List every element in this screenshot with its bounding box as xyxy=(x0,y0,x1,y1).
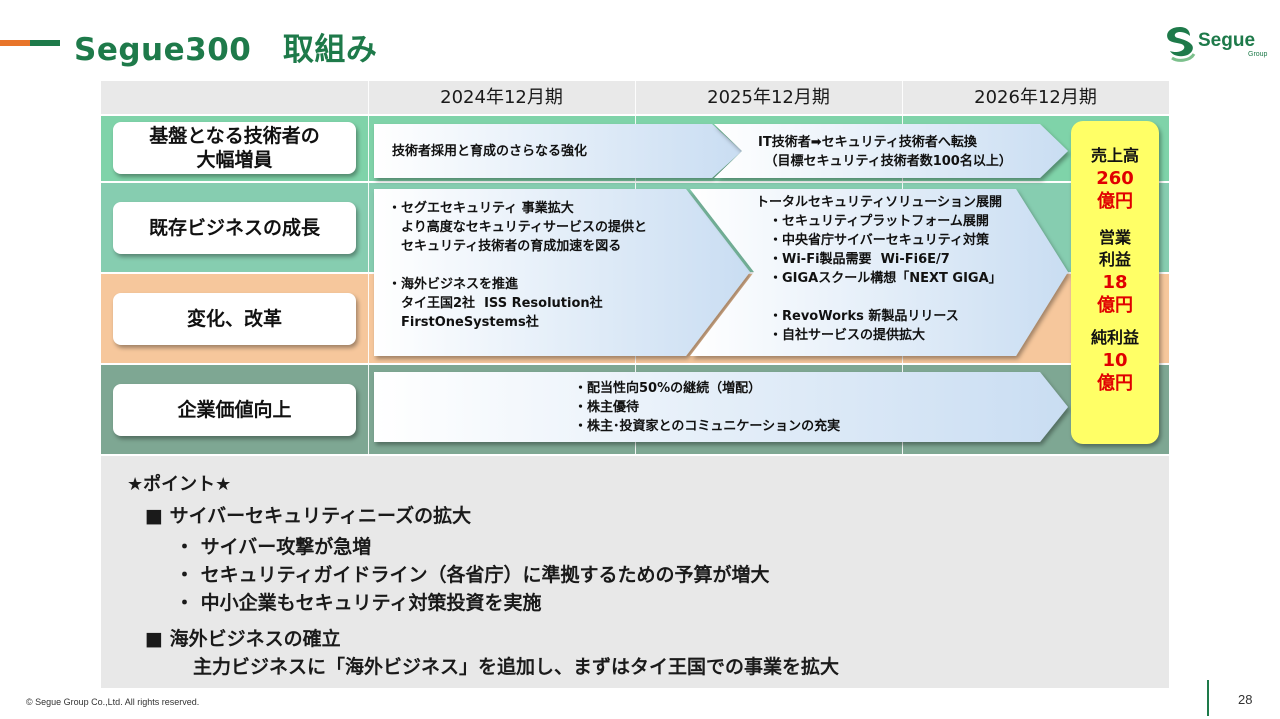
page-number-divider xyxy=(1207,680,1209,716)
goal-sales-unit: 億円 xyxy=(1097,191,1133,212)
point-title-overseas: ■ 海外ビジネスの確立 xyxy=(145,628,341,650)
page-title: Segue300 取組み xyxy=(74,32,378,68)
grid-line xyxy=(368,81,369,454)
goal-net-unit: 億円 xyxy=(1097,373,1133,394)
segue-logo: Segue Group xyxy=(1162,24,1267,66)
arrow-growth-1-text: ・セグエセキュリティ 事業拡大 より高度なセキュリティサービスの提供と セキュリ… xyxy=(388,201,647,330)
arrow-value xyxy=(374,372,1068,442)
row-label-value-text: 企業価値向上 xyxy=(177,399,292,421)
segue-logo-mark-icon xyxy=(1167,27,1196,62)
goal-op-value: 18 xyxy=(1102,272,1128,293)
period-header-2024: 2024年12月期 xyxy=(368,81,635,115)
goal-op-label-2: 利益 xyxy=(1098,250,1131,269)
goal-net-value: 10 xyxy=(1102,350,1128,371)
row-label-engineers-text: 基盤となる技術者の 大幅増員 xyxy=(149,125,320,171)
row-label-reform: 変化、改革 xyxy=(113,293,356,345)
period-header-2025: 2025年12月期 xyxy=(635,81,902,115)
grid-line xyxy=(101,181,1169,183)
row-label-value: 企業価値向上 xyxy=(113,384,356,436)
arrow-engineers-2 xyxy=(714,124,1068,178)
page-number: 28 xyxy=(1238,692,1253,707)
arrow-growth-1 xyxy=(374,189,750,356)
grid-line xyxy=(101,114,1169,116)
arrow-value-text: ・配当性向50%の継続（増配） ・株主優待 ・株主･投資家とのコミュニケーション… xyxy=(574,381,841,434)
copyright: © Segue Group Co.,Ltd. All rights reserv… xyxy=(26,697,200,707)
row-label-reform-text: 変化、改革 xyxy=(186,308,282,330)
row-label-growth-text: 既存ビジネスの成長 xyxy=(148,217,320,239)
point-sub-cyber-2: ・ セキュリティガイドライン（各省庁）に準拠するための予算が増大 xyxy=(175,564,770,586)
goal-net-label: 純利益 xyxy=(1090,328,1139,347)
table-header-corner xyxy=(101,81,368,115)
point-title-cyber: ■ サイバーセキュリティニーズの拡大 xyxy=(145,505,472,527)
logo-text: Segue xyxy=(1198,30,1256,51)
arrow-engineers-2-text: IT技術者➡セキュリティ技術者へ転換 （目標セキュリティ技術者数100名以上） xyxy=(758,135,1012,169)
arrow-engineers-1 xyxy=(374,124,742,178)
header-accent-green xyxy=(30,40,60,46)
grid-line xyxy=(101,363,1169,365)
point-sub-cyber-3: ・ 中小企業もセキュリティ対策投資を実施 xyxy=(175,592,542,614)
target-goal-box: 売上高 260 億円 営業 利益 18 億円 純利益 10 億円 xyxy=(1071,121,1159,444)
logo-subtext: Group xyxy=(1248,51,1268,58)
row-label-growth: 既存ビジネスの成長 xyxy=(113,202,356,254)
point-sub-cyber-1: ・ サイバー攻撃が急増 xyxy=(175,536,372,558)
arrow-engineers-1-text: 技術者採用と育成のさらなる強化 xyxy=(392,144,588,159)
goal-sales-value: 260 xyxy=(1096,168,1134,189)
arrow-growth-2 xyxy=(690,189,1068,356)
goal-op-label-1: 営業 xyxy=(1098,228,1131,247)
row-label-engineers: 基盤となる技術者の 大幅増員 xyxy=(113,122,356,174)
arrow-growth-2-text: トータルセキュリティソリューション展開 ・セキュリティプラットフォーム展開 ・中… xyxy=(756,195,1002,343)
goal-sales-label: 売上高 xyxy=(1090,146,1139,165)
header-accent-orange xyxy=(0,40,30,46)
goal-op-unit: 億円 xyxy=(1097,295,1133,316)
point-sub-overseas-1: 主力ビジネスに「海外ビジネス」を追加し、まずはタイ王国での事業を拡大 xyxy=(193,656,840,678)
period-header-2026: 2026年12月期 xyxy=(902,81,1169,115)
points-heading: ★ポイント★ xyxy=(127,474,232,495)
points-section: ★ポイント★ ■ サイバーセキュリティニーズの拡大 ・ サイバー攻撃が急増 ・ … xyxy=(101,456,1169,688)
